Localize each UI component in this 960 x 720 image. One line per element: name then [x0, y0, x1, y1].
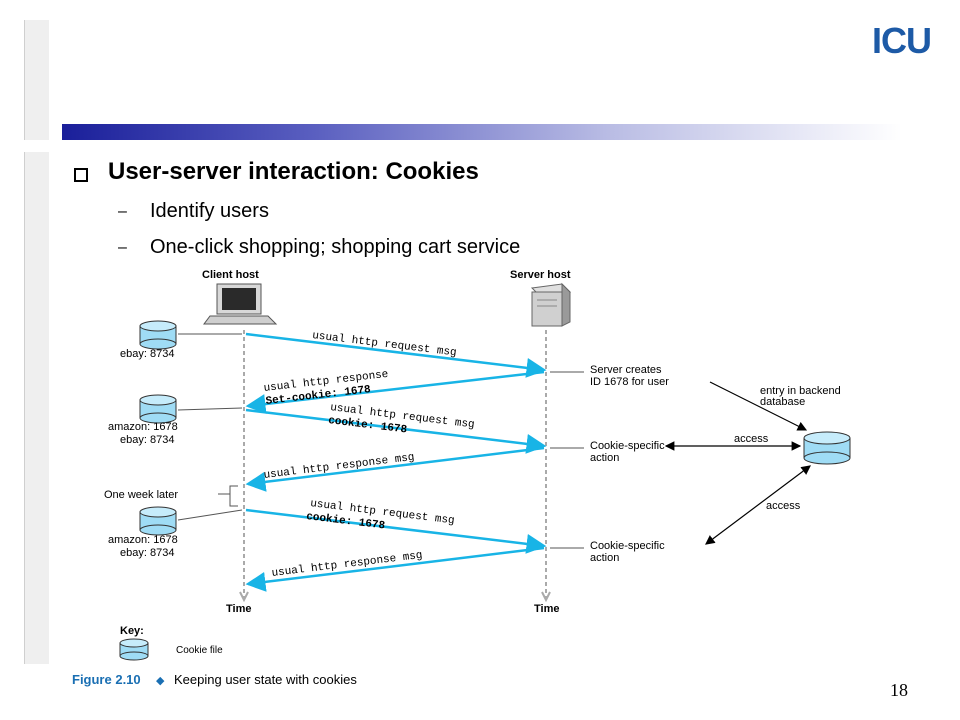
- icu-logo: ICU: [872, 20, 932, 61]
- figure-caption-text: Keeping user state with cookies: [174, 672, 357, 687]
- bullet-shopping-cart: One-click shopping; shopping cart servic…: [150, 236, 521, 258]
- connector-line: [177, 509, 243, 521]
- response-arrow-3: [245, 546, 545, 592]
- cookie-file-label-3b: ebay: 8734: [120, 547, 174, 559]
- key-cookie-file-label: Cookie file: [176, 645, 223, 656]
- cookie-file-cylinder-1: [139, 320, 177, 350]
- access-label-1: access: [734, 433, 769, 445]
- server-note-3b: action: [590, 552, 619, 564]
- response-arrow-1: [245, 370, 545, 414]
- backend-database-cylinder: [803, 431, 851, 465]
- cookie-file-label-2a: amazon: 1678: [108, 421, 178, 433]
- server-note-2a: Cookie-specific: [590, 440, 665, 452]
- cookie-file-label-3a: amazon: 1678: [108, 534, 178, 546]
- sidebar-decoration-bottom: [24, 152, 49, 664]
- bullet-identify-users: Identify users: [150, 200, 269, 222]
- key-cookie-file-icon: [119, 638, 149, 661]
- access-arrow-2: [705, 465, 811, 545]
- cookie-file-label-1: ebay: 8734: [120, 348, 174, 360]
- figure-caption-label: Figure 2.10: [72, 672, 141, 687]
- connector-line: [177, 407, 243, 411]
- server-note-1a: Server creates: [590, 364, 662, 376]
- server-note-1b: ID 1678 for user: [590, 376, 669, 388]
- response-arrow-2: [245, 446, 545, 492]
- cookie-file-cylinder-2: [139, 394, 177, 424]
- backend-label-b: database: [760, 396, 805, 408]
- server-time-arrow: [541, 591, 551, 603]
- server-tower-icon: [530, 282, 572, 327]
- one-week-bracket: [229, 485, 238, 507]
- page-number: 18: [890, 680, 908, 700]
- time-label-client: Time: [226, 603, 251, 615]
- dash-icon: –: [118, 203, 127, 220]
- dash-icon: –: [118, 239, 127, 256]
- sidebar-decoration-top: [24, 20, 49, 140]
- client-time-arrow: [239, 591, 249, 603]
- caption-diamond-icon: ◆: [156, 675, 165, 687]
- server-note-3a: Cookie-specific: [590, 540, 665, 552]
- server-host-label: Server host: [510, 269, 571, 281]
- slide-title: User-server interaction: Cookies: [108, 158, 479, 185]
- title-gradient-bar: [62, 124, 902, 140]
- client-computer-icon: [203, 283, 278, 325]
- backend-label-a: entry in backend: [760, 385, 841, 397]
- cookie-file-label-2b: ebay: 8734: [120, 434, 174, 446]
- key-title: Key:: [120, 625, 144, 637]
- backend-entry-arrow: [709, 381, 808, 431]
- client-host-label: Client host: [202, 269, 259, 281]
- access-label-2: access: [766, 500, 801, 512]
- request-arrow-3: [245, 508, 547, 554]
- request-arrow-2: [245, 408, 547, 454]
- time-label-server: Time: [534, 603, 559, 615]
- request-arrow-1: [245, 332, 547, 378]
- one-week-later-label: One week later: [104, 489, 178, 501]
- server-note-2b: action: [590, 452, 619, 464]
- bullet-square-icon: [74, 168, 88, 182]
- cookie-file-cylinder-3: [139, 506, 177, 536]
